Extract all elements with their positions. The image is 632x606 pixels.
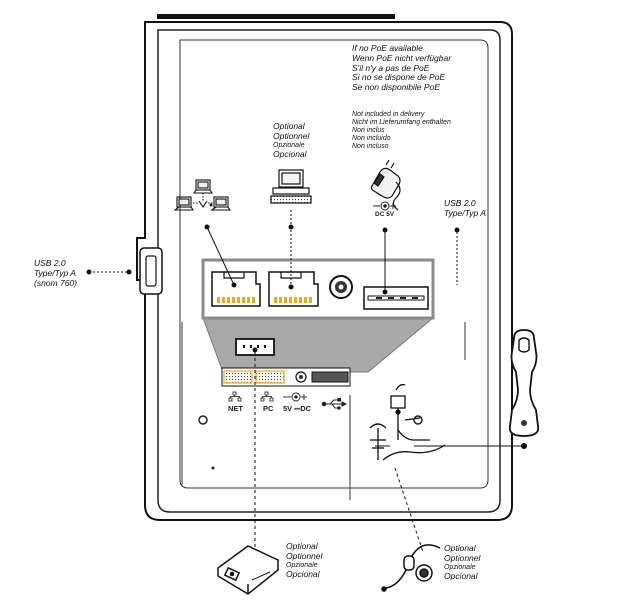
optional-adapter-line: Opzionale xyxy=(286,561,318,569)
optional-adapter-label: Optional Optionnel Opzionale Opcional xyxy=(286,541,323,579)
optional-pc-line: Opcional xyxy=(273,148,307,159)
not-included-line: Non incluido xyxy=(352,135,391,143)
callout-lines xyxy=(89,210,524,553)
not-included-line: Non incluso xyxy=(352,143,389,151)
usb-left-label: USB 2.0 Type/Typ A (snom 760) xyxy=(34,258,77,288)
optional-adapter-line: Optional xyxy=(286,541,318,551)
pc-icon xyxy=(270,169,312,204)
optional-adapter-line: Opcional xyxy=(286,568,320,579)
not-included-line: Non inclus xyxy=(352,127,385,135)
poe-note-line: Se non disponibile PoE xyxy=(352,82,440,93)
net-port-symbol xyxy=(228,391,242,402)
optional-pc-label: Optional Optionnel Opzionale Opcional xyxy=(273,121,310,159)
poe-note: If no PoE available Wenn PoE nicht verfü… xyxy=(352,43,452,93)
usb-right-line: USB 2.0 xyxy=(444,198,476,208)
screw-hole-right xyxy=(413,415,423,425)
usb-port-zoom[interactable] xyxy=(363,286,429,310)
power-adapter-icon xyxy=(370,159,401,211)
dc-jack-zoom[interactable] xyxy=(329,275,353,299)
usb-right-line: Type/Typ A xyxy=(444,207,486,218)
ehs-adapter-icon xyxy=(216,545,280,595)
usb-right-label: USB 2.0 Type/Typ A xyxy=(444,198,486,219)
optional-pc-line: Optionnel xyxy=(273,130,310,141)
optional-headset-line: Opzionale xyxy=(444,563,476,571)
optional-headset-line: Opcional xyxy=(444,570,478,581)
screw-hole-left xyxy=(198,415,208,425)
actual-ports-strip xyxy=(221,367,351,387)
headset-jack-symbol xyxy=(369,423,446,461)
optional-adapter-line: Optionnel xyxy=(286,550,323,561)
power-supply-polarity-symbol xyxy=(373,201,396,211)
top-edge-bar xyxy=(157,14,395,19)
dc-port-label: 5V ⎓DC xyxy=(283,404,312,413)
usb-left-line: USB 2.0 xyxy=(34,258,66,268)
headset-icon xyxy=(381,544,441,592)
usb-left-line: Type/Typ A xyxy=(34,267,76,278)
callout-dots xyxy=(86,224,527,449)
poe-note-line: If no PoE available xyxy=(352,43,423,53)
handset-icon xyxy=(508,329,540,437)
usb-left-line: (snom 760) xyxy=(34,277,77,288)
not-included-note: Not included in delivery Nicht im Liefer… xyxy=(352,111,451,151)
usb-icon xyxy=(321,398,348,410)
not-included-line: Not included in delivery xyxy=(352,111,425,118)
pc-port-symbol xyxy=(260,391,274,402)
poe-note-line: Si no se dispone de PoE xyxy=(352,72,446,83)
optional-headset-label: Optional Optionnel Opzionale Opcional xyxy=(444,543,481,581)
optional-headset-line: Optionnel xyxy=(444,552,481,563)
pc-port-label: PC xyxy=(263,404,274,413)
handset-jack-symbol xyxy=(390,383,430,441)
ethernet-port-net-zoom[interactable] xyxy=(211,271,261,307)
side-usb-port xyxy=(145,255,157,287)
small-dot-top xyxy=(209,203,213,207)
optional-pc-line: Opzionale xyxy=(273,141,305,149)
net-port-label: NET xyxy=(228,404,243,413)
optional-headset-line: Optional xyxy=(444,543,476,553)
small-dot-bottom xyxy=(211,466,215,470)
power-supply-caption: DC 5V xyxy=(375,211,395,218)
inner-panel xyxy=(179,39,489,489)
ethernet-port-pc-zoom[interactable] xyxy=(268,271,319,307)
not-included-line: Nicht im Lieferumfang enthalten xyxy=(352,119,451,127)
side-usb-slot xyxy=(139,247,163,295)
poe-note-line: Wenn PoE nicht verfügbar xyxy=(352,52,452,63)
optional-pc-line: Optional xyxy=(273,121,305,131)
phone-body-inner xyxy=(157,29,501,513)
network-computers-icon xyxy=(173,179,232,211)
dc-polarity-symbol xyxy=(283,392,307,402)
poe-note-line: S'il n'y a pas de PoE xyxy=(352,62,430,73)
